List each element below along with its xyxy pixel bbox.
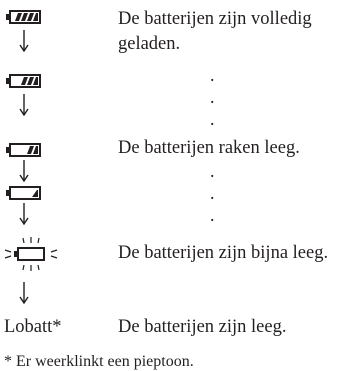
row-full-text-cont: geladen. [118, 34, 181, 54]
battery-one-bar-icon [6, 143, 41, 157]
row-almost-empty-text: De batterijen zijn bijna leeg. [118, 243, 329, 263]
battery-empty-blinking-icon [4, 237, 58, 271]
row-empty-text: De batterijen zijn leeg. [118, 317, 287, 337]
ellipsis-dot: . [210, 183, 215, 203]
ellipsis-dot: . [210, 87, 215, 107]
ellipsis-dot: . [210, 161, 215, 181]
battery-three-bars-icon [6, 10, 41, 24]
battery-icons-layer [4, 10, 58, 305]
ellipsis-dot: . [210, 109, 215, 129]
row-draining-text: De batterijen raken leeg. [118, 138, 300, 158]
ellipsis-dot: . [210, 205, 215, 225]
battery-low-wedge-icon [6, 186, 41, 200]
battery-status-chart: De batterijen zijn volledig geladen. . .… [4, 9, 329, 370]
row-full-text: De batterijen zijn volledig [118, 9, 312, 29]
lobatt-label: Lobatt* [4, 317, 62, 337]
battery-two-bars-icon [6, 74, 41, 88]
ellipsis-dot: . [210, 65, 215, 85]
